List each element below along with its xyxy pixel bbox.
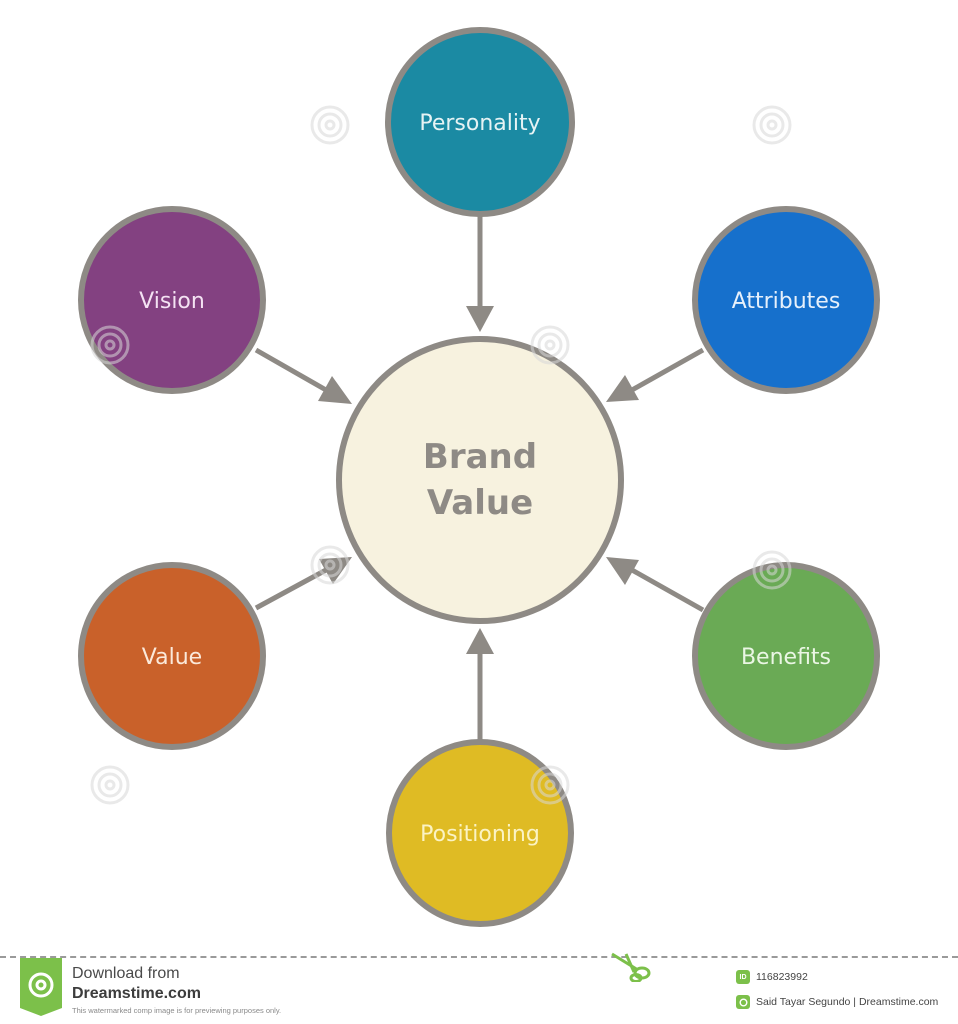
credit-row: Said Tayar Segundo | Dreamstime.com: [736, 995, 938, 1009]
center-label-line1: Brand: [423, 437, 537, 477]
node-value: Value: [78, 562, 266, 750]
node-attributes: Attributes: [692, 206, 880, 394]
arrow-attributes-to-center: [606, 347, 705, 402]
node-label-positioning: Positioning: [420, 822, 540, 847]
watermark-disclaimer: This watermarked comp image is for previ…: [72, 1006, 282, 1015]
node-benefits: Benefits: [692, 562, 880, 750]
node-personality: Personality: [385, 27, 575, 217]
center-label-line2: Value: [427, 483, 533, 523]
center-node-brand-value: Brand Value: [336, 336, 624, 624]
arrow-personality-to-center: [466, 216, 494, 332]
node-label-vision: Vision: [139, 289, 205, 314]
arrow-benefits-to-center: [606, 557, 705, 613]
id-badge-icon: ID: [736, 970, 750, 984]
dreamstime-link[interactable]: Dreamstime.com: [72, 985, 201, 1002]
arrow-vision-to-center: [254, 347, 352, 404]
brand-value-diagram: Brand Value Personality Attributes Benef…: [78, 27, 880, 927]
node-label-benefits: Benefits: [741, 645, 831, 670]
footer-dashed-divider: [0, 956, 958, 958]
image-id-row: ID 116823992: [736, 970, 808, 984]
watermark-spiral-icon: [310, 545, 350, 585]
node-label-value: Value: [142, 645, 202, 670]
watermark-spiral-icon: [90, 325, 130, 365]
watermark-spiral-icon: [530, 765, 570, 805]
node-label-personality: Personality: [419, 111, 540, 136]
download-footer: Download from Dreamstime.com This waterm…: [0, 952, 958, 1024]
watermark-spiral-icon: [90, 765, 130, 805]
image-id: 116823992: [756, 971, 808, 983]
node-label-attributes: Attributes: [732, 289, 841, 314]
node-positioning: Positioning: [386, 739, 574, 927]
watermark-spiral-icon: [752, 550, 792, 590]
arrow-positioning-to-center: [466, 628, 494, 740]
watermark-spiral-icons: [90, 105, 792, 805]
author-badge-icon: [736, 995, 750, 1009]
watermark-spiral-icon: [310, 105, 350, 145]
watermark-spiral-icon: [752, 105, 792, 145]
scissors-icon: [611, 952, 651, 982]
dreamstime-ribbon-logo-icon: [20, 958, 62, 1016]
author-credit[interactable]: Said Tayar Segundo | Dreamstime.com: [756, 996, 939, 1008]
watermark-spiral-icon: [530, 325, 570, 365]
download-from-text: Download from: [72, 965, 180, 982]
